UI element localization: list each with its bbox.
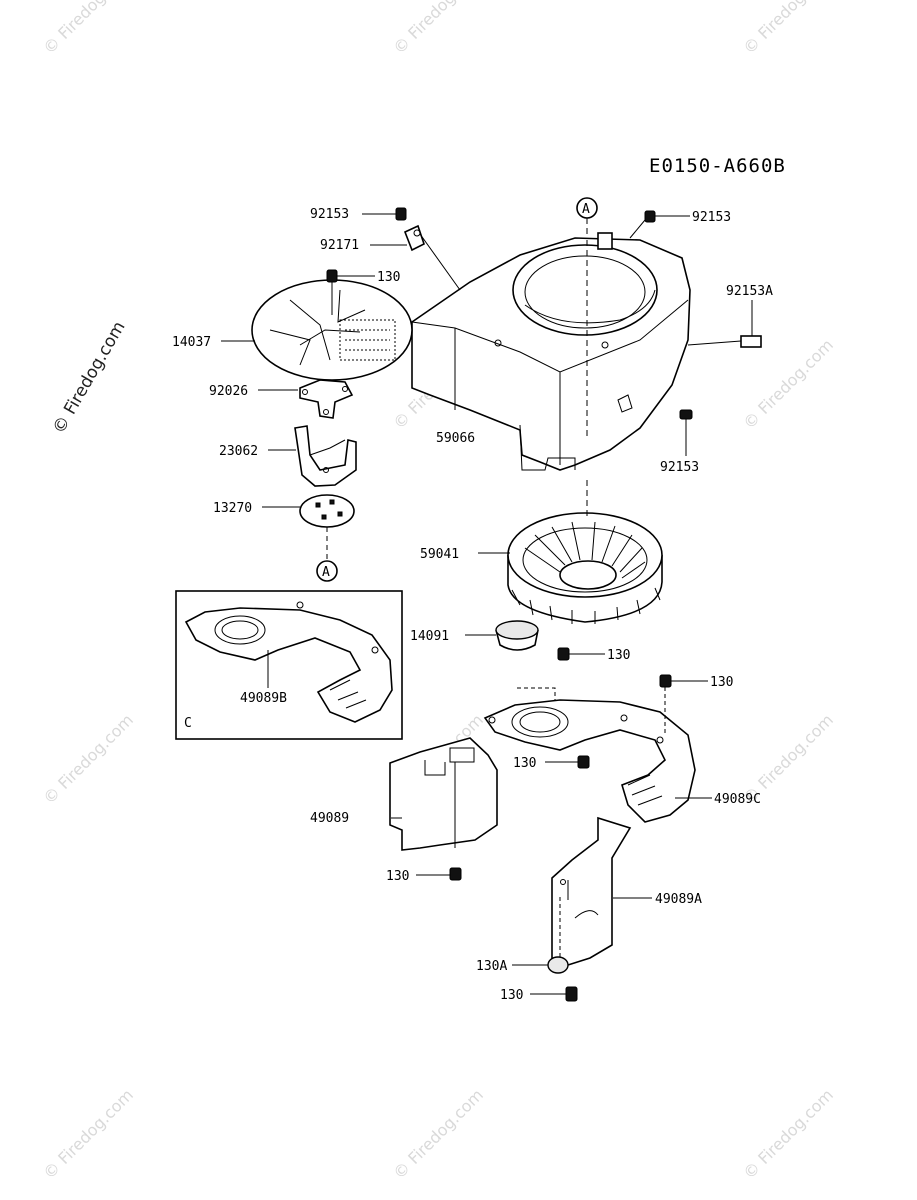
bolt-92153A	[687, 300, 762, 348]
baffle-left	[389, 737, 498, 851]
screen	[221, 279, 413, 381]
label-screen-14037: 14037	[172, 335, 211, 350]
label-bolt-130-screen: 130	[377, 270, 400, 285]
bolt-130-baffle-a	[530, 986, 578, 1002]
label-hub-14091: 14091	[410, 629, 449, 644]
inset-label: C	[184, 716, 192, 731]
bolt-130-baffle-left	[416, 867, 462, 881]
bracket	[268, 425, 357, 487]
label-baffle-49089A: 49089A	[655, 892, 702, 907]
label-bolt-130-baffle-right: 130	[710, 675, 733, 690]
label-bolt-130-hub: 130	[607, 648, 630, 663]
side-watermark: © Firedog.com	[49, 318, 130, 437]
baffle-c	[483, 687, 712, 823]
leader-92171-housing	[419, 233, 461, 291]
fan-housing	[411, 232, 691, 471]
watermark: © Firedog.com	[739, 0, 837, 58]
bolt-130-hub	[557, 647, 605, 661]
ref-marker-a-bottom: A	[316, 527, 338, 582]
clip-92171	[370, 224, 425, 252]
bolt-92153-housing-low	[679, 409, 693, 456]
grommet-130A	[512, 897, 569, 974]
watermark: © Firedog.com	[389, 1085, 487, 1183]
label-bolt-130-baffle-mid: 130	[513, 756, 536, 771]
damper	[262, 494, 355, 528]
label-damper-13270: 13270	[213, 501, 252, 516]
watermark: © Firedog.com	[39, 0, 137, 58]
label-clip-92171: 92171	[320, 238, 359, 253]
bolt-92153-top-right	[644, 210, 690, 223]
watermark: © Firedog.com	[39, 710, 137, 808]
label-bolt-92153-housing-low: 92153	[660, 460, 699, 475]
part-labels: 92153 92171 130 14037 92026 23062 13270 …	[172, 207, 773, 1003]
ref-marker-label: A	[582, 202, 590, 217]
bolt-130-screen	[326, 269, 375, 315]
baffle-a	[551, 816, 652, 969]
screen-mesh	[339, 319, 396, 361]
bolt-130-baffle-mid	[545, 755, 590, 769]
bolt-92153-top-left	[362, 207, 407, 221]
label-inset-baffle-49089B: 49089B	[240, 691, 287, 706]
label-grommet-130A: 130A	[476, 959, 507, 974]
bolt-130-baffle-right	[659, 674, 708, 735]
fan	[478, 512, 663, 624]
label-baffle-49089C: 49089C	[714, 792, 761, 807]
watermarks: © Firedog.com © Firedog.com © Firedog.co…	[39, 0, 837, 1183]
label-bolt-92153-top-left: 92153	[310, 207, 349, 222]
inset-box: C	[175, 590, 403, 740]
watermark: © Firedog.com	[739, 335, 837, 433]
ref-marker-a-top: A	[576, 197, 598, 238]
label-fan-housing-59066: 59066	[436, 431, 475, 446]
label-plate-92026: 92026	[209, 384, 248, 399]
watermark: © Firedog.com	[39, 1085, 137, 1183]
label-fan-59041: 59041	[420, 547, 459, 562]
label-bolt-92153A: 92153A	[726, 284, 773, 299]
label-bracket-23062: 23062	[219, 444, 258, 459]
leader-92153-housing	[629, 219, 646, 239]
label-bolt-130-baffle-a: 130	[500, 988, 523, 1003]
label-bolt-92153-top-right: 92153	[692, 210, 731, 225]
hub	[465, 620, 539, 651]
ref-marker-label: A	[322, 565, 330, 580]
plate	[258, 379, 354, 419]
watermark: © Firedog.com	[389, 0, 487, 58]
label-baffle-49089: 49089	[310, 811, 349, 826]
watermark: © Firedog.com	[739, 1085, 837, 1183]
diagram-code: E0150-A660B	[649, 155, 786, 177]
label-bolt-130-baffle-left: 130	[386, 869, 409, 884]
